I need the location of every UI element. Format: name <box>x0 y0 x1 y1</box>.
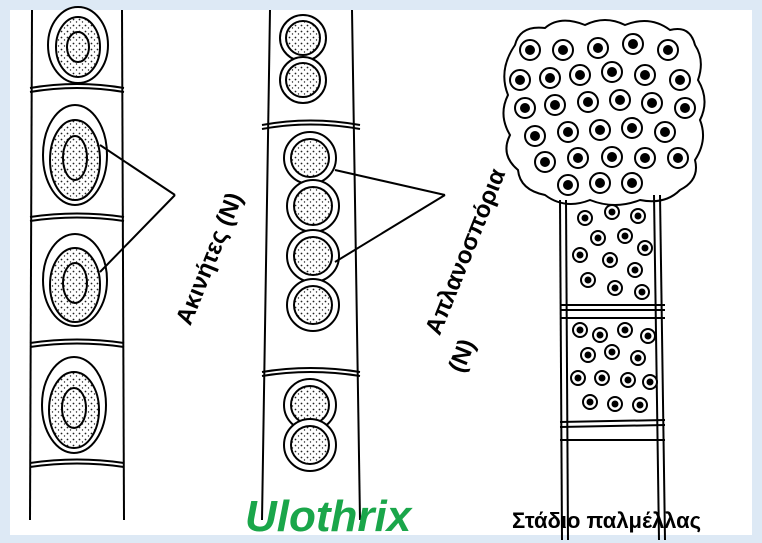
genus-title: Ulothrix <box>245 492 411 542</box>
palmella-stage-label: Στάδιο παλμέλλας <box>512 508 701 534</box>
